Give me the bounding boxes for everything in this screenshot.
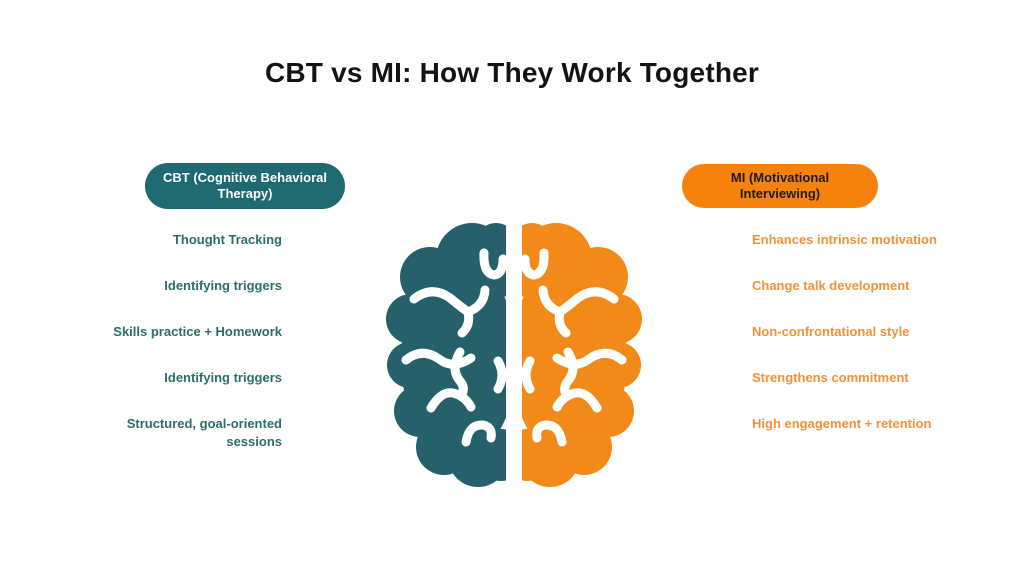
mi-item-list: Enhances intrinsic motivation Change tal…	[752, 231, 982, 433]
cbt-list-item: Identifying triggers	[164, 370, 282, 385]
mi-list-item: Change talk development	[752, 278, 910, 293]
cbt-list-item: Skills practice + Homework	[113, 324, 282, 339]
brain-right-hemisphere	[522, 223, 642, 487]
mi-list-item: High engagement + retention	[752, 416, 932, 431]
mi-list-item: Non-confrontational style	[752, 324, 910, 339]
mi-header-label: MI (Motivational Interviewing)	[730, 170, 830, 201]
mi-list-item: Enhances intrinsic motivation	[752, 232, 937, 247]
cbt-header-pill: CBT (Cognitive Behavioral Therapy)	[145, 163, 345, 209]
mi-list-item: Strengthens commitment	[752, 370, 909, 385]
split-brain-icon	[386, 223, 642, 487]
page-title: CBT vs MI: How They Work Together	[264, 57, 760, 88]
mi-header-pill: MI (Motivational Interviewing)	[682, 164, 878, 208]
cbt-list-item: Thought Tracking	[172, 232, 282, 247]
cbt-item-list: Thought Tracking Identifying triggers Sk…	[82, 231, 282, 451]
cbt-list-item: Structured, goal-oriented sessions	[126, 416, 282, 449]
brain-left-hemisphere	[386, 223, 506, 487]
cbt-header-label: CBT (Cognitive Behavioral Therapy)	[163, 170, 327, 201]
cbt-list-item: Identifying triggers	[164, 278, 282, 293]
